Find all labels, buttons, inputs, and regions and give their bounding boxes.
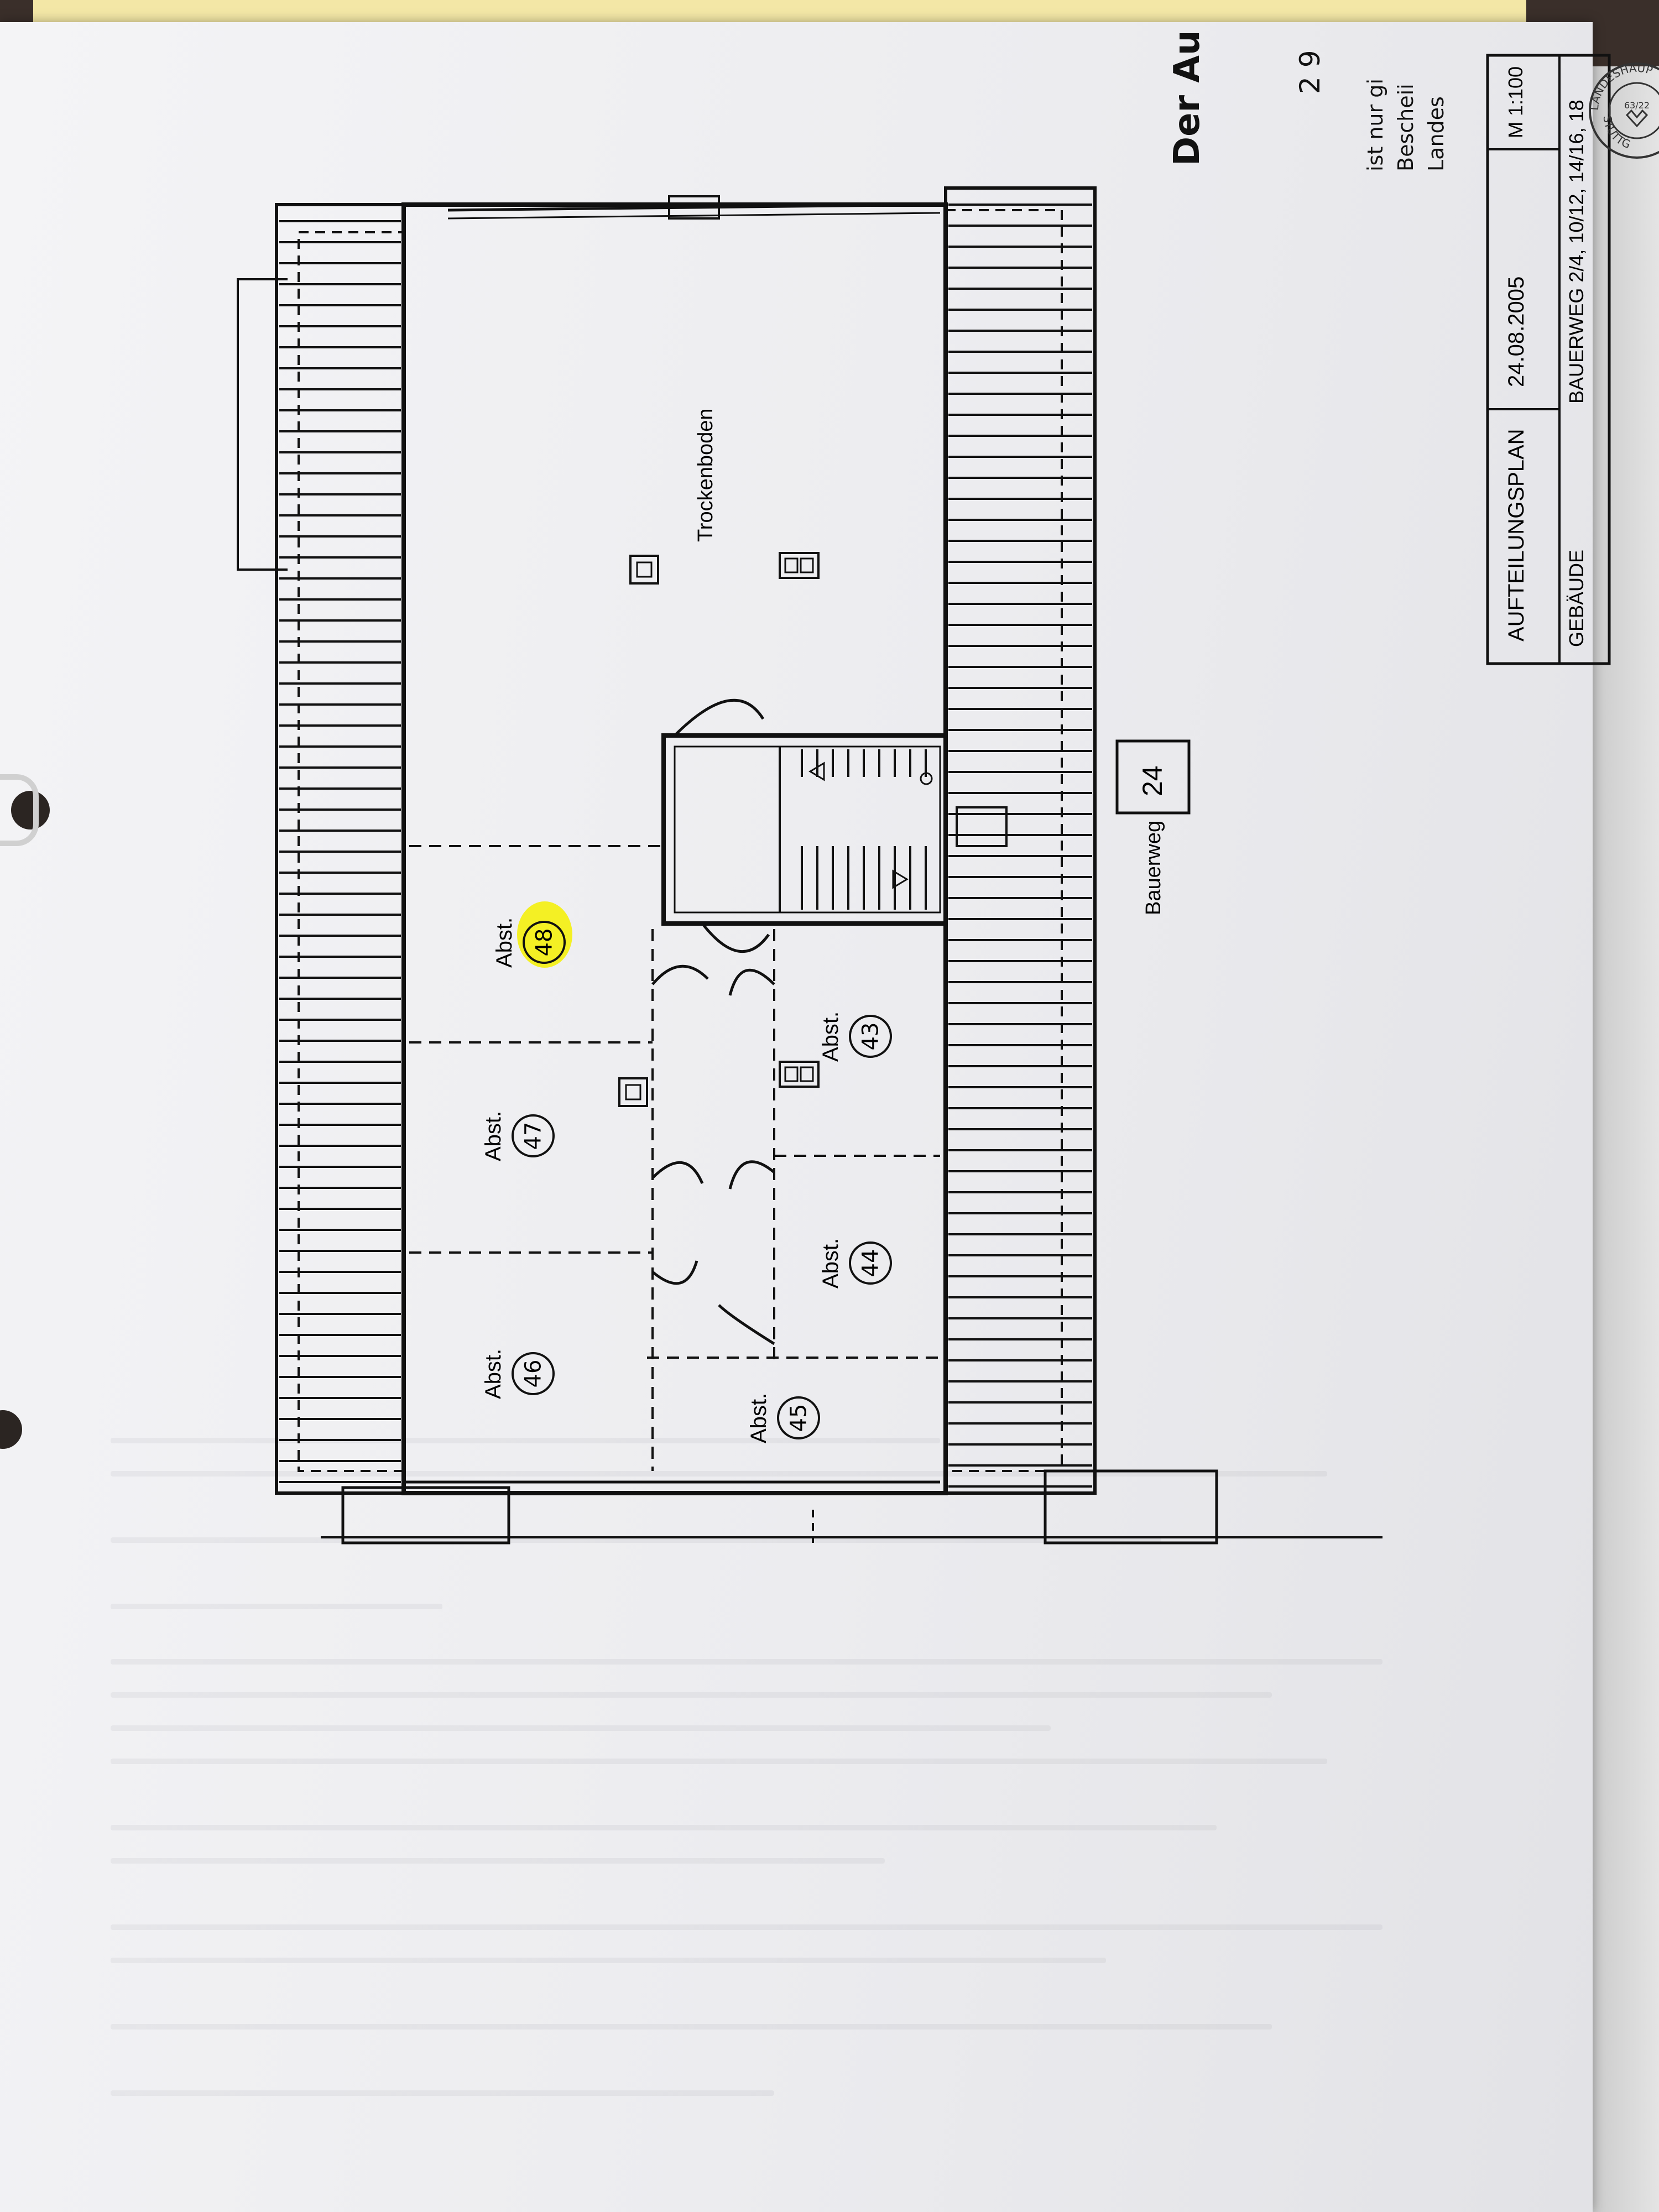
room-number: 47 xyxy=(520,1121,546,1150)
official-stamp: LANDESHAUP STUTTG 63/22 xyxy=(1588,61,1659,159)
horse-emblem-icon xyxy=(1625,109,1648,128)
header-title: Der Au xyxy=(1167,30,1208,166)
drying-attic-label: Trockenboden xyxy=(694,408,717,542)
room-number-circle: 44 xyxy=(849,1241,892,1285)
plan-date: 24.08.2005 xyxy=(1504,276,1528,387)
room-number: 43 xyxy=(858,1022,883,1051)
stamp-code: 63/22 xyxy=(1624,100,1650,111)
side-text-line-2: Bescheii xyxy=(1394,84,1418,171)
binder-hole-upper xyxy=(11,791,50,830)
house-number-label: 24 xyxy=(1137,765,1168,796)
address-line: BAUERWEG 2/4, 10/12, 14/16, 18 xyxy=(1565,100,1588,404)
document-page xyxy=(0,22,1593,2212)
room-number-circle: 43 xyxy=(849,1015,892,1058)
room-number-circle: 46 xyxy=(512,1352,555,1395)
street-name-label: Bauerweg xyxy=(1142,820,1165,915)
room-abbr-label: Abst. xyxy=(818,1011,843,1062)
binder-ring xyxy=(0,774,39,846)
side-text-line-1: ist nur gi xyxy=(1363,79,1387,171)
room-number: 48 xyxy=(531,928,557,957)
room-number: 45 xyxy=(786,1404,811,1432)
room-number-circle: 45 xyxy=(777,1396,820,1439)
room-abbr-label: Abst. xyxy=(481,1348,505,1399)
side-text-line-3: Landes xyxy=(1424,96,1448,171)
room-number-circle: 48 xyxy=(523,921,566,964)
plan-scale: M 1:100 xyxy=(1504,66,1527,138)
room-abbr-label: Abst. xyxy=(818,1238,843,1288)
room-abbr-label: Abst. xyxy=(747,1392,771,1443)
room-number: 46 xyxy=(520,1359,546,1388)
room-number: 44 xyxy=(858,1249,883,1277)
room-number-circle: 47 xyxy=(512,1114,555,1157)
plan-title: AUFTEILUNGSPLAN xyxy=(1504,429,1528,641)
room-abbr-label: Abst. xyxy=(481,1110,505,1161)
header-number: 2 9 xyxy=(1294,50,1326,94)
building-label: GEBÄUDE xyxy=(1565,549,1588,647)
room-abbr-label: Abst. xyxy=(492,917,517,968)
